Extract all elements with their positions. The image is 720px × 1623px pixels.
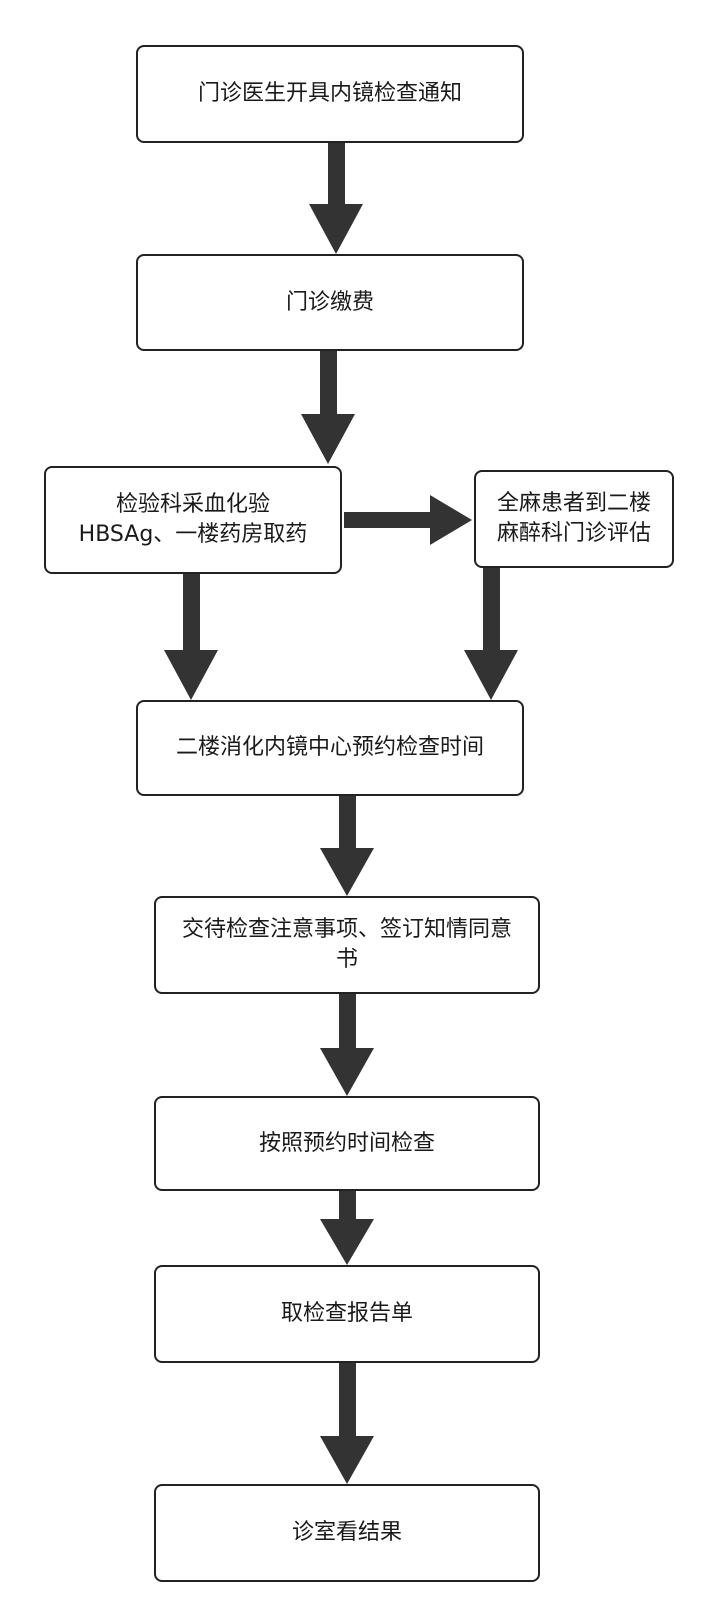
step-box-s6: 交待检查注意事项、签订知情同意 书 — [154, 896, 540, 994]
step-label-s6: 交待检查注意事项、签订知情同意 书 — [181, 917, 512, 972]
step-label-s5: 二楼消化内镜中心预约检查时间 — [175, 735, 484, 760]
step-box-s1: 门诊医生开具内镜检查通知 — [136, 45, 524, 143]
step-label-s4: 全麻患者到二楼 麻醉科门诊评估 — [496, 491, 651, 546]
arrow-s3-to-s4 — [344, 495, 472, 545]
step-label-s9: 诊室看结果 — [291, 1520, 402, 1545]
arrow-s2-to-s3 — [301, 351, 355, 464]
arrow-s7-to-s8 — [320, 1191, 374, 1265]
step-label-s3: 检验科采血化验 HBSAg、一楼药房取药 — [78, 492, 308, 547]
arrow-s6-to-s7 — [320, 994, 374, 1096]
step-label-s2: 门诊缴费 — [285, 289, 374, 315]
step-box-s8: 取检查报告单 — [154, 1265, 540, 1363]
step-label-s7: 按照预约时间检查 — [258, 1130, 435, 1156]
arrow-s1-to-s2 — [309, 143, 363, 254]
step-box-s9: 诊室看结果 — [154, 1484, 540, 1582]
arrow-s5-to-s6 — [320, 796, 374, 896]
arrow-s4-to-s5 — [464, 568, 518, 700]
step-label-s8: 取检查报告单 — [280, 1301, 413, 1326]
step-box-s2: 门诊缴费 — [136, 254, 524, 351]
step-box-s5: 二楼消化内镜中心预约检查时间 — [136, 700, 524, 796]
step-label-s1: 门诊医生开具内镜检查通知 — [197, 81, 462, 106]
arrow-s3-to-s5 — [164, 574, 218, 700]
step-box-s7: 按照预约时间检查 — [154, 1096, 540, 1191]
step-box-s3: 检验科采血化验 HBSAg、一楼药房取药 — [44, 466, 342, 574]
step-box-s4: 全麻患者到二楼 麻醉科门诊评估 — [474, 470, 674, 568]
arrow-s8-to-s9 — [320, 1363, 374, 1484]
